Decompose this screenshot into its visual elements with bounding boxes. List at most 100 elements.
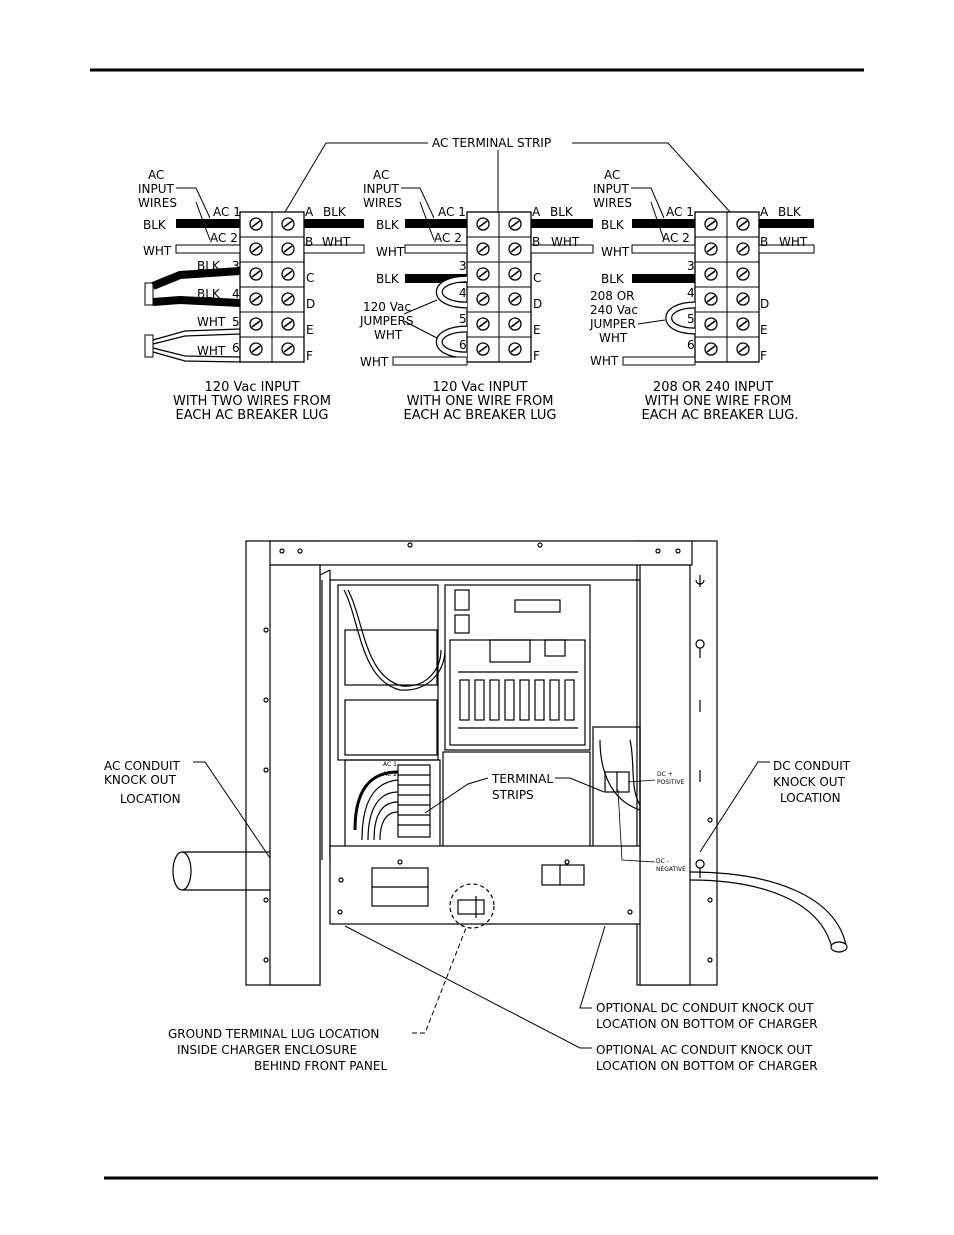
left-f: F	[306, 349, 313, 363]
right-input-label-1: AC	[604, 168, 620, 182]
opt-ac-label-1: OPTIONAL AC CONDUIT KNOCK OUT	[596, 1043, 813, 1057]
dc-negative-label-2: NEGATIVE	[656, 866, 686, 873]
left-b: B	[305, 235, 313, 249]
caption-left-1: 120 Vac INPUT	[205, 380, 300, 395]
mid-a-blk: BLK	[550, 205, 574, 219]
right-ac2: AC 2	[662, 231, 690, 245]
mid-jumper-label-2: JUMPERS	[359, 314, 413, 328]
left-wht-6: WHT	[197, 344, 226, 358]
right-d: D	[760, 297, 769, 311]
right-input-label-3: WIRES	[593, 196, 632, 210]
left-a: A	[305, 205, 314, 219]
left-input-label-1: AC	[148, 168, 164, 182]
right-wht-6: WHT	[590, 354, 619, 368]
terminal-strips-label-1: TERMINAL	[491, 772, 553, 786]
right-b: B	[760, 235, 768, 249]
ac1-small-label: AC 1	[383, 761, 397, 768]
right-n4: 4	[687, 286, 695, 300]
ac-conduit-label-2: KNOCK OUT	[104, 773, 177, 787]
mid-blk-1: BLK	[376, 218, 400, 232]
caption-mid-1: 120 Vac INPUT	[433, 380, 528, 395]
right-a: A	[760, 205, 769, 219]
right-blk-3: BLK	[601, 272, 625, 286]
right-e: E	[760, 323, 768, 337]
mid-n6: 6	[459, 338, 467, 352]
strip-right	[695, 212, 759, 362]
ac-terminal-strip-diagram: AC TERMINAL STRIP AC INPUT WIRES BLK AC …	[138, 136, 815, 423]
right-jumper-label-3: JUMPER	[589, 317, 636, 331]
left-n4: 4	[232, 287, 240, 301]
mid-ac2: AC 2	[434, 231, 462, 245]
terminal-strips-label-2: STRIPS	[492, 788, 534, 802]
strip-left	[240, 212, 304, 362]
dc-positive-label-1: DC +	[657, 771, 673, 778]
ground-lug-label-1: GROUND TERMINAL LUG LOCATION	[168, 1027, 379, 1041]
dc-positive-label-2: POSITIVE	[657, 779, 684, 786]
right-b-wht: WHT	[779, 235, 808, 249]
caption-left-3: EACH AC BREAKER LUG	[176, 408, 329, 423]
right-jumper-label-4: WHT	[599, 331, 628, 345]
strip-middle	[467, 212, 531, 362]
ac-conduit-label-1: AC CONDUIT	[104, 759, 181, 773]
mid-jumper-label-3: WHT	[374, 328, 403, 342]
mid-b: B	[532, 235, 540, 249]
dc-conduit-label-3: LOCATION	[780, 791, 841, 805]
mid-wht-6: WHT	[360, 355, 389, 369]
left-input-label-3: WIRES	[138, 196, 177, 210]
mid-a: A	[532, 205, 541, 219]
right-n6: 6	[687, 338, 695, 352]
left-wht-1: WHT	[143, 244, 172, 258]
left-ac2: AC 2	[210, 231, 238, 245]
right-n3: 3	[687, 259, 695, 273]
caption-left-2: WITH TWO WIRES FROM	[173, 394, 331, 409]
left-wht-5: WHT	[197, 315, 226, 329]
mid-c: C	[533, 271, 541, 285]
mid-ac1: AC 1	[438, 205, 466, 219]
opt-ac-label-2: LOCATION ON BOTTOM OF CHARGER	[596, 1059, 818, 1073]
mid-b-wht: WHT	[551, 235, 580, 249]
charger-enclosure	[172, 540, 848, 986]
left-ac1: AC 1	[213, 205, 241, 219]
right-n5: 5	[687, 312, 695, 326]
dc-conduit-label-2: KNOCK OUT	[773, 775, 846, 789]
ac-terminal-strip-title: AC TERMINAL STRIP	[432, 136, 551, 150]
caption-right-1: 208 OR 240 INPUT	[653, 380, 773, 395]
opt-dc-label-1: OPTIONAL DC CONDUIT KNOCK OUT	[596, 1001, 814, 1015]
right-input-label-2: INPUT	[593, 182, 630, 196]
ground-lug-label-2: INSIDE CHARGER ENCLOSURE	[177, 1043, 357, 1057]
mid-f: F	[533, 349, 540, 363]
left-d: D	[306, 297, 315, 311]
caption-right-3: EACH AC BREAKER LUG.	[641, 408, 798, 423]
left-e: E	[306, 323, 314, 337]
caption-right-2: WITH ONE WIRE FROM	[645, 394, 792, 409]
ac-conduit-label-3: LOCATION	[120, 792, 181, 806]
left-a-blk: BLK	[323, 205, 347, 219]
mid-input-label-2: INPUT	[363, 182, 400, 196]
right-f: F	[760, 349, 767, 363]
right-a-blk: BLK	[778, 205, 802, 219]
mid-jumper-label-1: 120 Vac	[363, 300, 411, 314]
left-b-wht: WHT	[322, 235, 351, 249]
right-jumper-label-2: 240 Vac	[590, 303, 638, 317]
mid-e: E	[533, 323, 541, 337]
caption-mid-3: EACH AC BREAKER LUG	[404, 408, 557, 423]
right-wht-1: WHT	[601, 245, 630, 259]
left-n6: 6	[232, 341, 240, 355]
ground-lug-label-3: BEHIND FRONT PANEL	[254, 1059, 387, 1073]
mid-n4: 4	[459, 286, 467, 300]
right-blk-1: BLK	[601, 218, 625, 232]
opt-dc-label-2: LOCATION ON BOTTOM OF CHARGER	[596, 1017, 818, 1031]
mid-wht-1: WHT	[376, 245, 405, 259]
left-n3: 3	[232, 259, 240, 273]
mid-n3: 3	[459, 259, 467, 273]
mid-input-label-3: WIRES	[363, 196, 402, 210]
left-c: C	[306, 271, 314, 285]
left-n5: 5	[232, 315, 240, 329]
left-input-label-2: INPUT	[138, 182, 175, 196]
dc-conduit-label-1: DC CONDUIT	[773, 759, 851, 773]
right-jumper-label-1: 208 OR	[590, 289, 635, 303]
mid-input-label-1: AC	[373, 168, 389, 182]
ac2-small-label: AC 2	[383, 771, 397, 778]
mid-n5: 5	[459, 312, 467, 326]
